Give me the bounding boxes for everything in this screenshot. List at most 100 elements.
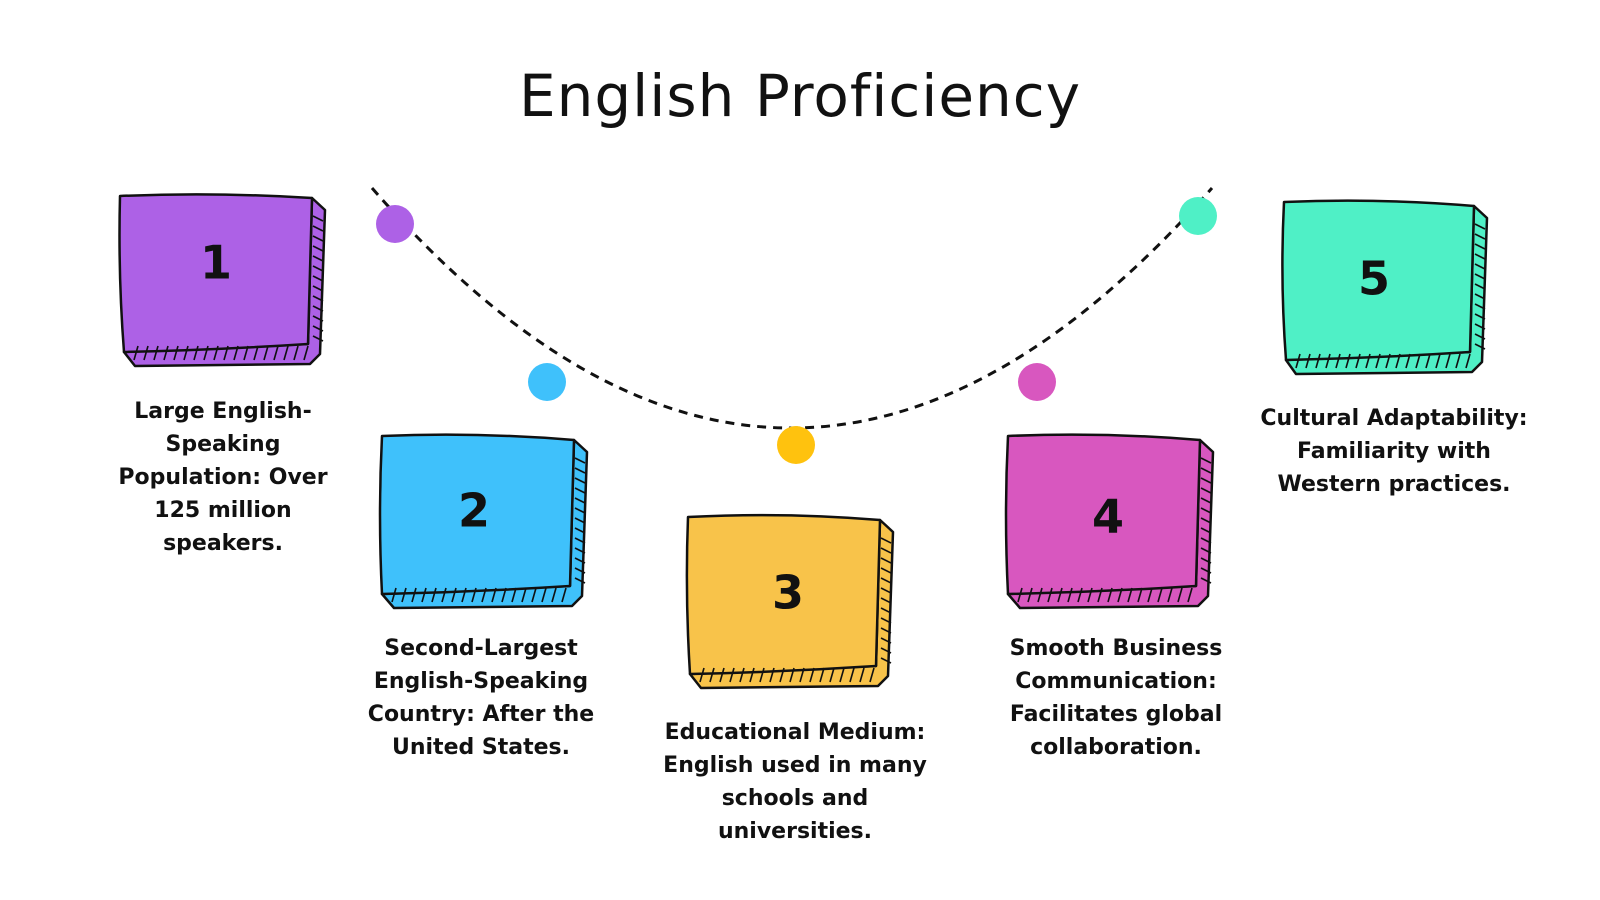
hatch-line [1474,233,1486,240]
hatch-line [1200,487,1212,494]
hatch-line [193,345,199,361]
box-1-number: 1 [200,236,232,290]
hatch-line [1057,587,1063,603]
caption-2: Second-Largest English-Speaking Country:… [367,636,595,760]
hatch-line [1474,293,1486,300]
hatch-line [829,667,835,683]
hatch-line [1315,353,1321,369]
hatch-line [1455,353,1461,369]
box-2: 2 [378,433,589,610]
hatch-line [880,647,892,654]
hatch-line [574,557,586,564]
box-1-face [118,193,314,354]
hatch-line [574,457,586,464]
hatch-line [312,305,324,312]
hatch-line [312,325,324,332]
hatch-line [1474,313,1486,320]
hatch-line [1177,587,1183,603]
dot-3 [777,426,815,464]
hatch-line [574,547,586,554]
hatch-line [880,587,892,594]
hatch-line [312,225,324,232]
hatch-line [1295,353,1301,369]
hatch-line [1305,353,1311,369]
hatch-line [401,587,407,603]
hatch-line [839,667,845,683]
hatch-line [471,587,477,603]
hatch-line [153,345,159,361]
hatch-line [1445,353,1451,369]
caption-1: Large English-Speaking Population: Over … [118,399,328,556]
hatch-line [1200,497,1212,504]
hatch-line [749,667,755,683]
hatch-line [719,667,725,683]
hatch-line [451,587,457,603]
hatch-line [312,235,324,242]
hatch-line [699,667,705,683]
hatch-line [203,345,209,361]
hatch-line [561,587,567,603]
box-1: 1 [118,193,327,368]
hatch-line [880,547,892,554]
hatch-line [574,537,586,544]
hatch-line [312,265,324,272]
hatch-line [1375,353,1381,369]
hatch-line [574,507,586,514]
hatch-line [1017,587,1023,603]
dot-5 [1179,197,1217,235]
hatch-line [273,345,279,361]
hatch-line [312,245,324,252]
hatch-line [1474,333,1486,340]
hatch-line [1127,587,1133,603]
hatch-line [1474,303,1486,310]
hatch-line [1167,587,1173,603]
hatch-line [163,345,169,361]
hatch-line [491,587,497,603]
hatch-line [1077,587,1083,603]
hatch-line [312,315,324,322]
hatch-line [880,657,892,664]
hatch-line [859,667,865,683]
hatch-line [574,477,586,484]
hatch-line [1200,537,1212,544]
hatch-line [1157,587,1163,603]
hatch-line [461,587,467,603]
hatch-line [769,667,775,683]
caption-5: Cultural Adaptability: Familiarity with … [1260,406,1528,497]
hatch-line [1087,587,1093,603]
hatch-line [233,345,239,361]
hatch-line [880,537,892,544]
dot-2 [528,363,566,401]
hatch-line [1187,587,1193,603]
hatch-line [441,587,447,603]
hatch-line [312,275,324,282]
hatch-line [880,597,892,604]
hatch-line [511,587,517,603]
hatch-line [1200,547,1212,554]
hatch-line [1200,557,1212,564]
hatch-line [1474,243,1486,250]
box-hatching [133,215,1486,683]
hatch-line [849,667,855,683]
box-2-number: 2 [458,484,490,538]
hatch-line [880,577,892,584]
hatch-line [880,627,892,634]
hatch-line [521,587,527,603]
hatch-line [243,345,249,361]
hatch-line [312,295,324,302]
hatch-line [574,467,586,474]
hatch-line [411,587,417,603]
hatch-line [213,345,219,361]
hatch-line [133,345,139,361]
hatch-line [779,667,785,683]
hatch-line [869,667,875,683]
hatch-line [391,587,397,603]
hatch-line [809,667,815,683]
hatch-line [173,345,179,361]
hatch-line [1117,587,1123,603]
box-5: 5 [1281,199,1489,376]
hatch-line [739,667,745,683]
hatch-line [253,345,259,361]
page-title: English Proficiency [518,62,1082,130]
